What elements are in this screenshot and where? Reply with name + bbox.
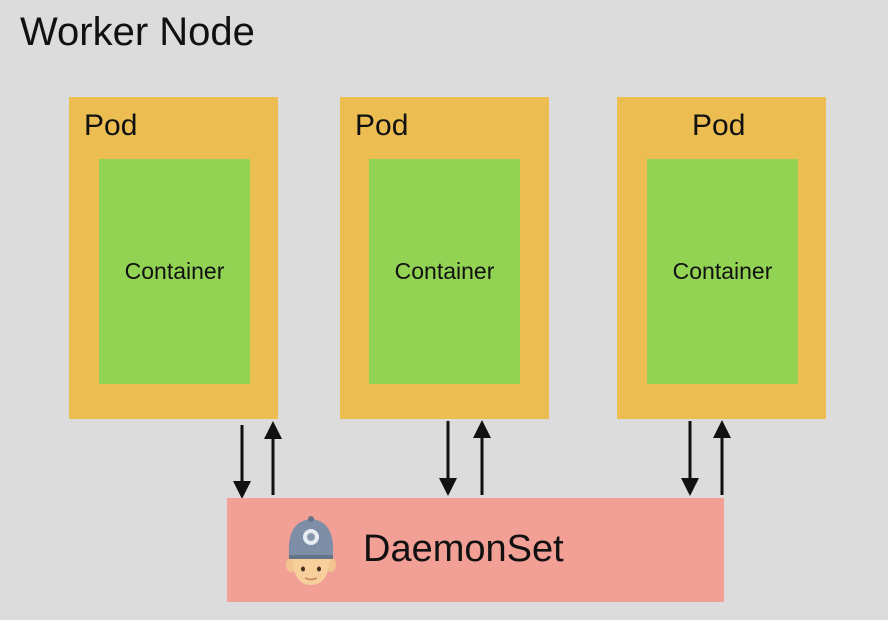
container-box: Container <box>647 159 798 384</box>
daemonset-box: DaemonSet <box>227 498 724 602</box>
pod-3: Pod Container <box>617 97 826 419</box>
container-box: Container <box>369 159 520 384</box>
pod-label: Pod <box>355 109 409 142</box>
pod-label: Pod <box>84 109 138 142</box>
daemonset-label: DaemonSet <box>363 528 564 570</box>
pod-1: Pod Container <box>69 97 278 419</box>
pod-2: Pod Container <box>340 97 549 419</box>
police-officer-icon <box>286 516 336 585</box>
diagram-title: Worker Node <box>20 10 255 54</box>
container-box: Container <box>99 159 250 384</box>
pod-label: Pod <box>692 109 746 142</box>
